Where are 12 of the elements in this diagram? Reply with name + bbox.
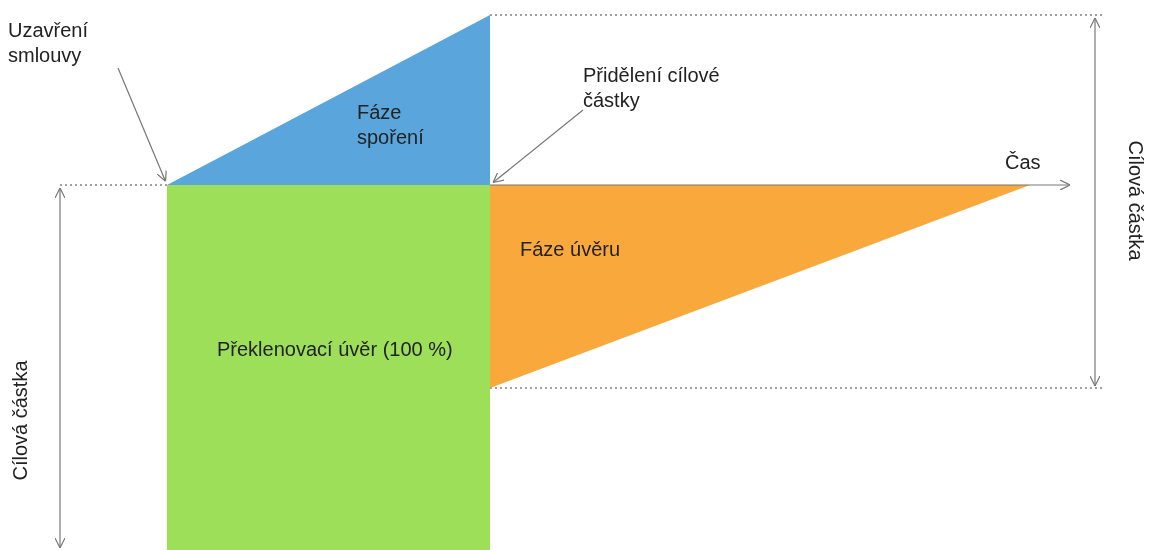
region-label: Fáze spoření [357, 100, 425, 150]
leader-line [492, 109, 584, 184]
dimension-label: Cílová částka [1123, 139, 1148, 261]
bridging-loan-area [167, 185, 490, 550]
region-label: Překlenovací úvěr (100 %) [217, 337, 454, 362]
region-label: Fáze úvěru [520, 237, 622, 262]
leader-line [117, 67, 167, 182]
axis-label: Čas [1005, 150, 1041, 175]
callout-text: Uzavření smlouvy [8, 18, 128, 68]
dimension-label: Cílová částka [7, 359, 32, 481]
callout-text: Přidělení cílové částky [583, 63, 763, 113]
savings-phase-triangle [167, 15, 490, 185]
